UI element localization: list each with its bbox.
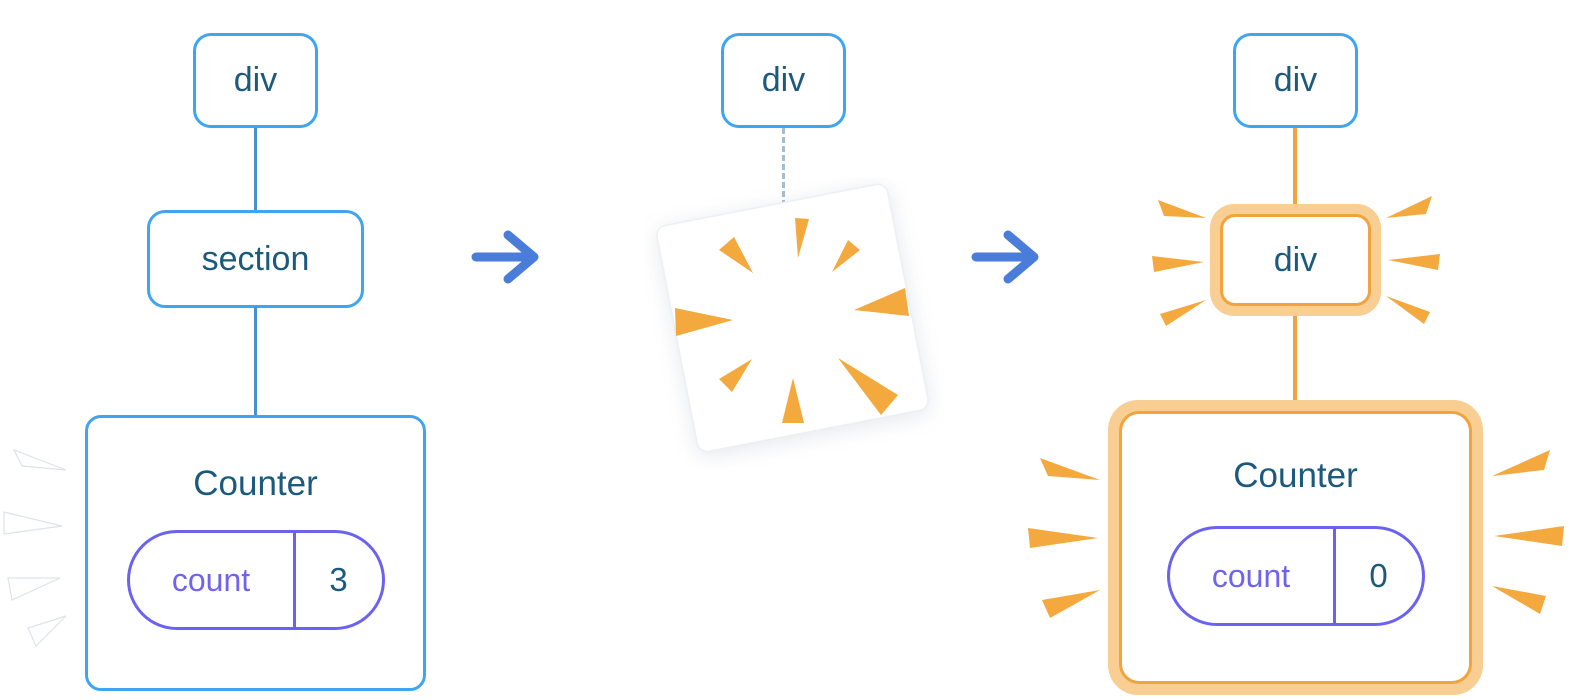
poof-burst-icon (656, 183, 929, 453)
middle-edge-dashed (782, 128, 785, 206)
right-state-key: count (1211, 557, 1291, 594)
spark-wedge (1388, 254, 1440, 270)
left-counter-title: Counter (193, 464, 318, 503)
spark-wedge (1042, 590, 1100, 618)
pill-divider (292, 533, 296, 627)
right-root-node: div (1233, 33, 1358, 128)
left-edge-root-child (254, 128, 257, 211)
pill-divider (1332, 529, 1336, 623)
spark-wedge (832, 240, 860, 272)
white-spark-icon (3, 448, 67, 648)
right-root-label: div (1273, 61, 1318, 99)
right-edge-child-counter (1293, 316, 1297, 401)
spark-wedge (782, 378, 804, 423)
spark-wedge (12, 448, 67, 471)
spark-wedge (838, 358, 898, 415)
spark-wedge (1386, 296, 1430, 324)
spark-wedge (3, 511, 63, 535)
right-child-highlight-ring: div (1210, 204, 1381, 316)
left-root-node: div (193, 33, 318, 128)
spark-wedge (795, 218, 809, 258)
right-child-label: div (1273, 240, 1318, 279)
spark-wedge (1040, 458, 1100, 480)
orange-spark-icon (1028, 458, 1100, 618)
spark-wedge (1028, 528, 1098, 548)
transition-arrow-icon (971, 230, 1039, 284)
spark-wedge (1158, 200, 1206, 218)
right-counter-card: Counter count 0 (1119, 411, 1472, 684)
spark-wedge (1494, 526, 1564, 546)
spark-wedge (1152, 256, 1204, 272)
spark-wedge (7, 577, 61, 601)
spark-wedge (719, 359, 752, 392)
spark-wedge (719, 237, 753, 273)
right-child-node: div (1220, 214, 1371, 306)
right-state-pill: count 0 (1166, 526, 1425, 626)
left-child-node: section (147, 210, 364, 308)
orange-spark-icon (1492, 450, 1564, 614)
orange-spark-icon (1386, 196, 1440, 324)
left-counter-card: Counter count 3 (85, 415, 426, 691)
spark-wedge (675, 308, 733, 336)
spark-wedge (1492, 450, 1550, 476)
left-state-value: 3 (329, 561, 348, 598)
right-counter-highlight-ring: Counter count 0 (1108, 400, 1483, 695)
orange-spark-icon (1152, 200, 1206, 326)
spark-wedge (1386, 196, 1432, 218)
spark-wedge (854, 288, 909, 316)
left-state-pill: count 3 (126, 530, 385, 630)
left-child-label: section (201, 239, 310, 278)
left-edge-child-counter (254, 307, 257, 416)
right-edge-root-child (1293, 128, 1297, 205)
right-state-value: 0 (1369, 557, 1388, 594)
left-root-label: div (233, 61, 278, 99)
right-counter-title: Counter (1233, 456, 1358, 495)
left-state-key: count (171, 561, 251, 598)
spark-wedge (27, 615, 67, 648)
spark-wedge (1492, 586, 1546, 614)
middle-root-node: div (721, 33, 846, 128)
transition-arrow-icon (471, 230, 539, 284)
middle-root-label: div (761, 61, 806, 99)
spark-wedge (1160, 300, 1206, 326)
